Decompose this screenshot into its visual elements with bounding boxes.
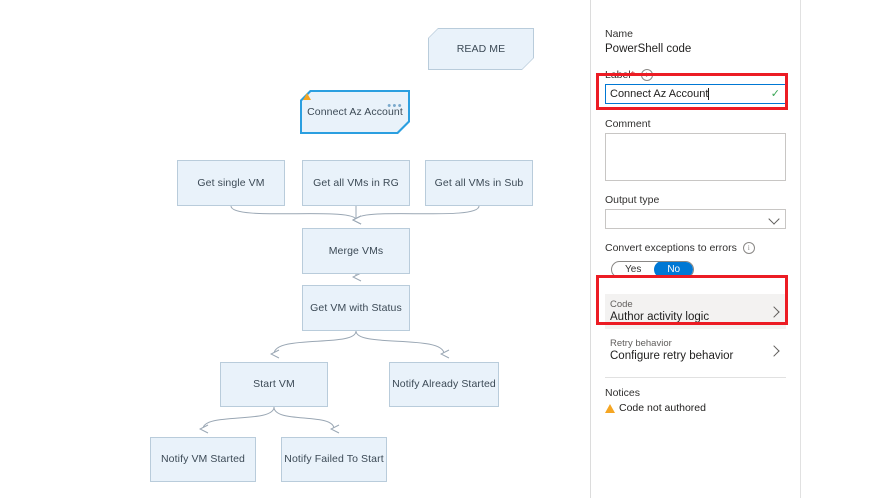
label-field-label-text: Label	[605, 69, 631, 81]
node-get-all-vms-in-rg[interactable]: Get all VMs in RG	[302, 160, 410, 206]
convert-exceptions-label: Convert exceptions to errors i	[605, 242, 786, 254]
node-notify-failed-to-start[interactable]: Notify Failed To Start	[281, 437, 387, 482]
node-get-vm-with-status[interactable]: Get VM with Status	[302, 285, 410, 331]
properties-panel-content: Name PowerShell code Label* i Connect Az…	[591, 0, 801, 498]
notices-label: Notices	[605, 387, 641, 399]
label-field-label: Label* i	[605, 69, 786, 81]
name-field-label: Name	[605, 28, 634, 40]
notice-item: Code not authored	[605, 402, 786, 414]
name-field-value: PowerShell code	[605, 43, 692, 55]
node-notify-vm-started[interactable]: Notify VM Started	[150, 437, 256, 482]
node-connect-az-account[interactable]: Connect Az Account•••	[300, 90, 410, 134]
node-label: Start VM	[253, 378, 295, 391]
node-label: Get VM with Status	[310, 301, 402, 314]
node-label: Get all VMs in RG	[313, 176, 399, 189]
connector-edges	[0, 205, 480, 498]
node-label: Get all VMs in Sub	[434, 176, 524, 189]
required-marker: *	[630, 69, 635, 81]
code-section-action: Author activity logic	[610, 311, 710, 323]
convert-exceptions-label-text: Convert exceptions to errors	[605, 242, 737, 254]
node-label: Merge VMs	[328, 244, 384, 257]
node-shape	[428, 28, 534, 70]
info-icon[interactable]: i	[640, 69, 653, 81]
properties-panel: Name PowerShell code Label* i Connect Az…	[590, 0, 886, 498]
node-label: Notify Failed To Start	[284, 453, 384, 466]
comment-field-label: Comment	[605, 118, 651, 130]
retry-section-title: Retry behavior	[610, 338, 672, 349]
toggle-option-yes[interactable]: Yes	[625, 264, 642, 275]
node-label: Notify VM Started	[161, 453, 245, 466]
label-input[interactable]: Connect Az Account ✓	[605, 84, 786, 104]
node-read-me[interactable]: READ ME	[428, 28, 534, 70]
chevron-down-icon	[768, 213, 780, 225]
node-start-vm[interactable]: Start VM	[220, 362, 328, 407]
panel-divider	[605, 377, 786, 378]
retry-behavior-row[interactable]: Retry behavior Configure retry behavior	[605, 333, 786, 368]
node-merge-vms[interactable]: Merge VMs	[302, 228, 410, 274]
node-get-single-vm[interactable]: Get single VM	[177, 160, 285, 206]
toggle-option-no[interactable]: No	[654, 262, 694, 277]
output-type-select[interactable]	[605, 209, 786, 229]
code-section-title: Code	[610, 299, 633, 310]
node-label: READ ME	[456, 43, 506, 55]
notice-text: Code not authored	[619, 402, 706, 414]
code-section-row[interactable]: Code Author activity logic	[605, 294, 786, 329]
label-input-value: Connect Az Account	[610, 88, 709, 100]
node-get-all-vms-in-sub[interactable]: Get all VMs in Sub	[425, 160, 533, 206]
text-caret	[708, 88, 710, 100]
valid-check-icon: ✓	[770, 87, 780, 100]
workflow-canvas[interactable]: READ ME Connect Az Account••• Get single V…	[0, 0, 590, 498]
info-icon-convert[interactable]: i	[742, 242, 755, 254]
node-notify-already-started[interactable]: Notify Already Started	[389, 362, 499, 407]
node-shape	[300, 90, 410, 134]
node-more-options-icon[interactable]: •••	[387, 100, 403, 112]
convert-exceptions-toggle[interactable]: Yes No	[611, 261, 695, 278]
node-warning-triangle-icon	[303, 93, 311, 100]
warning-triangle-icon	[605, 403, 615, 413]
comment-textarea[interactable]	[605, 133, 786, 181]
output-type-label: Output type	[605, 194, 660, 206]
retry-section-action: Configure retry behavior	[610, 350, 734, 362]
node-label: Get single VM	[197, 176, 265, 189]
node-label: Connect Az Account	[307, 106, 403, 118]
node-label: Notify Already Started	[392, 378, 496, 391]
